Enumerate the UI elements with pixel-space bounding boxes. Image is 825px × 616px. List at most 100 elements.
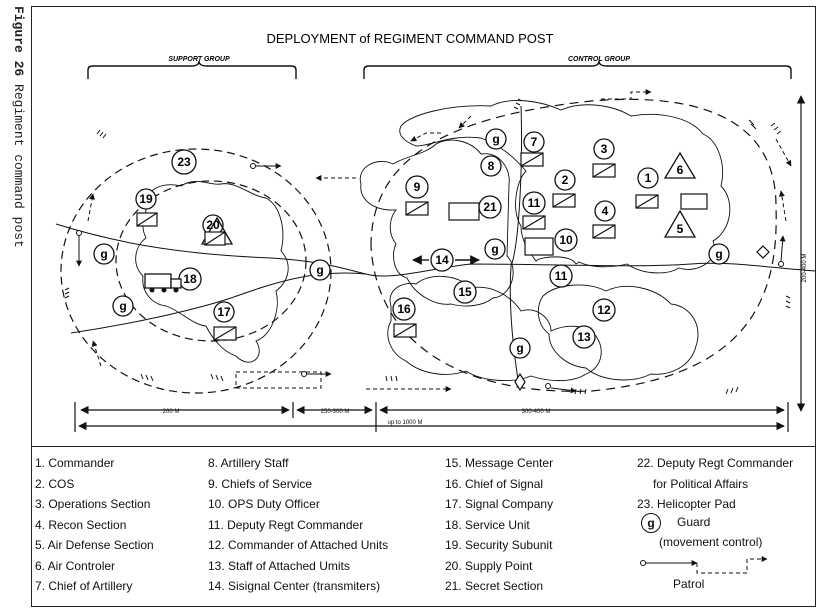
figure-frame [31, 6, 816, 607]
unit-circle [480, 155, 502, 177]
unit-circle [171, 149, 197, 175]
guard-label: g [491, 242, 498, 256]
distance-label-2: 250-300 M [321, 409, 350, 415]
air-units: 6 5 [200, 151, 697, 245]
figure-caption-text: Regiment command post [11, 84, 26, 248]
legend-item: 4. Recon Section [35, 517, 127, 532]
unit-number: 7 [531, 135, 538, 149]
cp-diag [136, 212, 158, 227]
guard-circle [309, 259, 331, 281]
unit-number: 8 [488, 159, 495, 173]
figure-number: Figure 26 [11, 6, 26, 77]
legend-item: 6. Air Controler [35, 558, 116, 573]
legend-item: 1. Commander [35, 456, 115, 470]
unit-circle [522, 191, 546, 215]
guard-circle [484, 238, 506, 260]
obstacle-marks [64, 98, 791, 395]
unit-number: 9 [414, 180, 421, 194]
legend-item: 10. OPS Duty Officer [208, 497, 320, 511]
secret-section-box [448, 202, 480, 221]
legend-item: 3. Operations Section [35, 497, 151, 511]
cp-diag [635, 194, 659, 209]
unit-circle [135, 188, 157, 210]
legend-column-3: 15. Message Center 16. Chief of Signal 1… [445, 453, 553, 597]
legend-item: 9. Chiefs of Service [208, 476, 313, 491]
legend-item: 11. Deputy Regt Commander [208, 517, 364, 532]
control-group-label: CONTROL GROUP [568, 56, 630, 63]
unit-circle [213, 301, 235, 323]
guard-label: g [492, 132, 499, 146]
guard-label: g [316, 263, 323, 277]
legend-item: 19. Security Subunit [445, 538, 553, 552]
unit-number: 17 [217, 305, 231, 319]
service-vehicle [144, 273, 182, 293]
command-posts [136, 152, 708, 341]
distance-label-1: 200 M [163, 409, 180, 415]
guard-label: g [100, 247, 107, 261]
control-woods-south-east [537, 284, 699, 381]
patrol-posts [76, 163, 786, 394]
unit-number: 2 [562, 173, 569, 187]
unit-number: 13 [577, 330, 591, 344]
unit-circle [554, 169, 576, 191]
guard-label: g [119, 299, 126, 313]
patrol-label: Patrol [673, 577, 705, 591]
unit-circle [392, 297, 416, 321]
legend-item: 7. Chief of Artillery [35, 579, 133, 593]
diagram-title: DEPLOYMENT of REGIMENT COMMAND POST [266, 31, 553, 46]
unit-circle [594, 200, 616, 222]
guard-circle [509, 337, 531, 359]
guard-sublabel: (movement control) [659, 535, 763, 549]
legend-item: 15. Message Center [445, 456, 554, 470]
cp-diag [204, 231, 226, 246]
unit-number: 4 [602, 204, 609, 218]
guard-label: g [516, 341, 523, 355]
control-woods-north [399, 100, 731, 274]
unit-number: 5 [677, 222, 684, 236]
legend-item: for Political Affairs [653, 476, 749, 491]
distance-scale [74, 402, 789, 432]
vertical-distance-label: 200-400 M [802, 254, 808, 283]
legend-item: 8. Artillery Staff [208, 456, 289, 470]
legend-item: 21. Secret Section [445, 579, 544, 593]
supply-diamond [756, 245, 770, 259]
legend: 1. Commander 2. COS 3. Operations Sectio… [31, 446, 816, 607]
control-perimeter [370, 98, 777, 392]
control-woods-south-west [387, 275, 602, 382]
guard-posts: g g g g g g g [93, 128, 730, 359]
unit-number: 12 [597, 303, 611, 317]
distance-label-total: up to 1000 M [387, 420, 422, 426]
unit-circle [593, 138, 615, 160]
ops-duty-box [524, 237, 554, 256]
legend-item: 12. Commander of Attached Units [208, 538, 389, 552]
cp-diag [213, 326, 237, 341]
cp-diag [393, 323, 417, 338]
unit-number: 11 [528, 196, 541, 210]
unit-number: 16 [397, 302, 411, 316]
support-woods [135, 181, 289, 363]
legend-item: 14. Sisignal Center (transmiters) [208, 579, 381, 593]
cp-diag [592, 224, 616, 239]
main-road [55, 223, 816, 277]
unit-number: 3 [601, 142, 608, 156]
unit-number: 19 [139, 192, 153, 206]
unit-circle [523, 131, 545, 153]
control-woods-west [359, 139, 514, 307]
cp-diag [405, 201, 429, 216]
unit-number: 10 [559, 233, 573, 247]
guard-label: g [715, 247, 722, 261]
unit-number: 15 [458, 285, 472, 299]
legend-column-1: 1. Commander 2. COS 3. Operations Sectio… [35, 453, 154, 597]
unit-circle [592, 298, 616, 322]
control-group-brace [363, 60, 792, 79]
air-controler-triangle [663, 151, 697, 179]
legend-item: 17. Signal Company [445, 497, 554, 511]
legend-item: 5. Air Defense Section [35, 538, 154, 552]
figure-caption: Figure 26 Regiment command post [2, 6, 26, 306]
legend-item: 23. Helicopter Pad [637, 497, 736, 511]
legend-item: 2. COS [35, 476, 75, 491]
patrol-routes [87, 89, 792, 392]
support-group-brace [87, 60, 297, 79]
commander-aux-box [680, 193, 708, 210]
unit-circle [453, 280, 477, 304]
